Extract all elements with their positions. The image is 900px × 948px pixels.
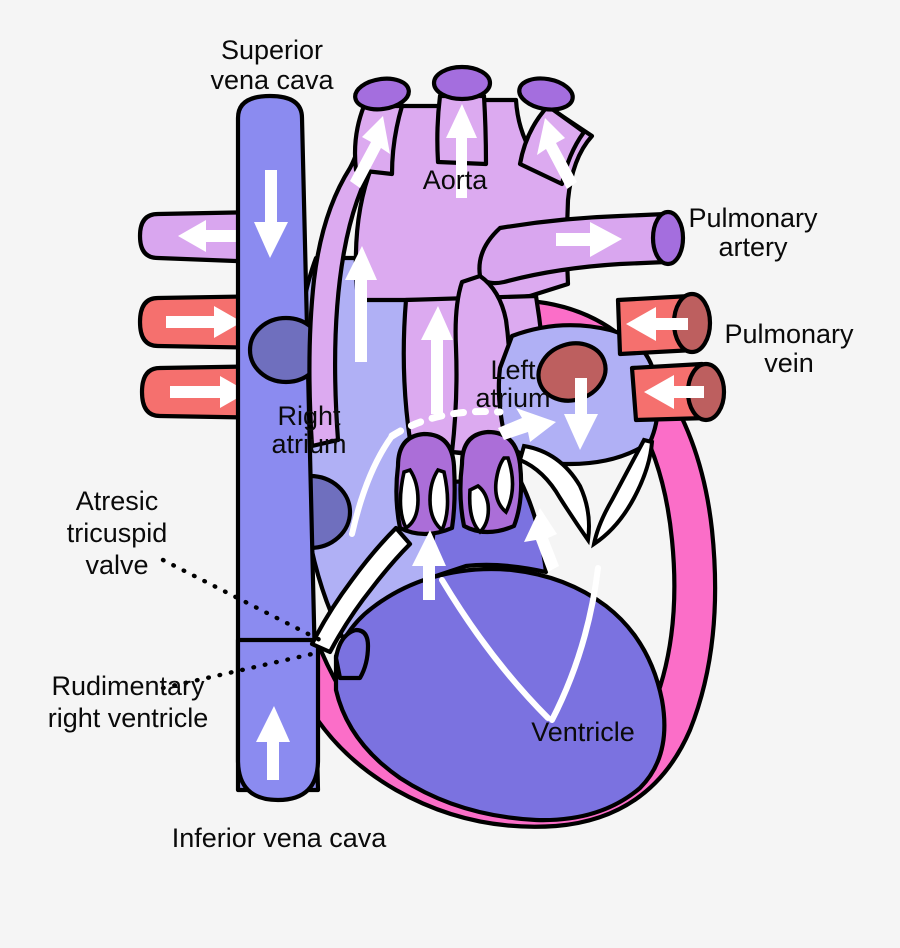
- arrow-asd-shunt: [498, 408, 556, 442]
- label-rudimentary-right-ventricle-line1: Rudimentary: [51, 671, 205, 701]
- label-right-atrium-line2: atrium: [271, 429, 346, 459]
- aortic-cusp-left: [398, 467, 420, 531]
- aortic-branch-1-opening: [353, 76, 411, 112]
- arrow-aorta-branch-3: [537, 118, 577, 189]
- pulmonary-vein-right-lower: [629, 361, 727, 423]
- arrow-svc-down: [254, 170, 288, 258]
- atresic-tricuspid-valve: [309, 525, 413, 655]
- arrow-aorta-branch-2: [446, 104, 477, 198]
- label-pulmonary-artery-line1: Pulmonary: [688, 203, 818, 233]
- label-atresic-tricuspid-valve-line1: Atresic: [76, 486, 159, 516]
- rudimentary-right-ventricle: [333, 627, 371, 681]
- label-superior-vena-cava-line2: vena cava: [210, 65, 334, 95]
- label-pulmonary-artery-line2: artery: [718, 232, 788, 262]
- arrow-ventricle-outflow-1: [412, 530, 446, 600]
- arrow-aorta-ascending: [421, 306, 453, 414]
- mitral-valve: [517, 437, 655, 549]
- inferior-vena-cava: [235, 637, 321, 803]
- label-ventricle: Ventricle: [531, 717, 635, 747]
- label-rudimentary-right-ventricle-line2: right ventricle: [48, 703, 209, 733]
- arrow-pv-left-lower: [170, 376, 248, 408]
- atrial-septal-shunt-path: [388, 408, 504, 440]
- aortic-semilunar-valve: [394, 431, 457, 537]
- arrow-pa-left: [178, 220, 238, 252]
- aortic-branch-2-opening: [431, 64, 493, 102]
- ventricle-flowline-right: [549, 565, 601, 723]
- mitral-leaflet-posterior: [591, 437, 655, 549]
- label-atresic-tricuspid-valve-line3: valve: [85, 550, 148, 580]
- superior-vena-cava: [235, 93, 321, 793]
- arrow-pv-left-upper: [166, 306, 242, 338]
- label-aorta: Aorta: [423, 165, 489, 195]
- label-left-atrium-line2: atrium: [475, 383, 550, 413]
- arrow-pv-right-lower: [644, 375, 704, 409]
- arrow-la-to-ventricle: [564, 378, 598, 450]
- pulmonary-artery: [477, 209, 686, 286]
- ventricle-flowline-left: [439, 577, 551, 721]
- arrow-aorta-branch-1: [350, 116, 390, 188]
- leader-rudimentary-right-ventricle: [160, 651, 315, 691]
- arrow-ventricle-outflow-2: [524, 508, 559, 572]
- arrow-aorta-descending: [345, 246, 377, 362]
- pulmonary-vein-right-upper: [615, 291, 713, 357]
- label-pulmonary-vein-line1: Pulmonary: [724, 319, 854, 349]
- pulmonary-artery-opening: [650, 209, 686, 267]
- aortic-branch-3-opening: [517, 76, 575, 112]
- arrow-pv-right-upper: [626, 307, 688, 341]
- mitral-leaflet-anterior: [517, 443, 591, 546]
- label-pulmonary-vein-line2: vein: [764, 348, 814, 378]
- label-atresic-tricuspid-valve-line2: tricuspid: [67, 518, 168, 548]
- arrow-ivc-up: [256, 706, 290, 780]
- arrow-pa-right: [556, 222, 622, 257]
- label-right-atrium-line1: Right: [277, 401, 341, 431]
- label-left-atrium-line1: Left: [490, 355, 536, 385]
- pulmonic-cusp-left: [467, 483, 491, 535]
- pulmonic-semilunar-valve: [458, 429, 524, 535]
- pulmonary-artery-left-branch: [137, 209, 265, 265]
- right-atrium-pouch-line: [349, 433, 395, 537]
- label-superior-vena-cava-line1: Superior: [221, 35, 323, 65]
- aortic-cusp-right: [428, 467, 450, 533]
- label-inferior-vena-cava: Inferior vena cava: [172, 823, 388, 853]
- pulmonic-cusp-right: [493, 456, 515, 515]
